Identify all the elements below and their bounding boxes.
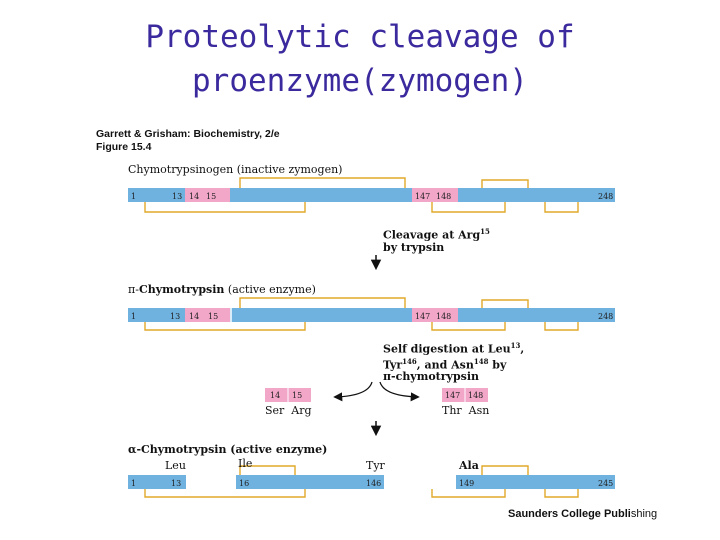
chain-segment [128,188,615,202]
note-text: , [520,342,525,356]
slide-title-line1: Proteolytic cleavage of [145,19,575,55]
note-text: Cleavage at Arg [383,228,481,242]
pi-chymotrypsin-heading: π-Chymotrypsin (active enzyme) [128,283,316,296]
residue-number: 245 [598,479,613,488]
disulfide-bridge [544,489,579,498]
cleaved-segment-14-15 [185,188,230,202]
residue-leu-label: Leu [165,459,186,472]
disulfide-bridge [481,179,529,188]
trypsin-cleavage-note: Cleavage at Arg15 by trypsin [383,226,490,254]
heading-bold: Chymotrypsin [138,283,225,296]
disulfide-bridge [239,465,296,475]
residue-number: 149 [459,479,474,488]
residue-number: 147 [445,391,460,400]
residue-number: 14 [189,192,199,201]
residue-ala-label: Ala [459,459,479,472]
note-superscript: 146 [402,356,417,366]
disulfide-bridge [144,202,306,213]
self-digestion-note: Self digestion at Leu13, Tyr146, and Asn… [383,340,524,383]
disulfide-bridge [544,202,579,213]
chymotrypsinogen-heading: Chymotrypsinogen (inactive zymogen) [128,163,343,176]
note-text: π-chymotrypsin [383,370,480,384]
disulfide-bridge [481,465,529,475]
publisher-credit: Saunders College Publishing [508,508,657,520]
residue-ile-label: Ile [238,457,253,470]
residue-number: 1 [131,479,136,488]
disulfide-bridge [431,489,506,498]
heading-rest: (active enzyme) [224,283,316,296]
note-superscript: 148 [473,356,489,366]
residue-number: 13 [170,312,180,321]
disulfide-bridge [481,299,529,308]
note-text: Self digestion at Leu [383,342,511,356]
residue-number: 13 [171,479,181,488]
residue-number: 248 [598,192,613,201]
pi-chymotrypsin-chain: 1 13 14 15 147 148 248 [128,297,615,331]
note-text: by trypsin [383,240,445,254]
note-text: by [488,358,507,372]
disulfide-bridge [239,297,406,308]
residue-number: 15 [206,192,216,201]
residue-number: 13 [172,192,182,201]
residue-number: 1 [131,192,136,201]
branch-arrow-left [333,381,373,402]
cleaved-segment-147-148 [412,188,458,202]
cleaved-segment-14-15 [185,308,230,322]
chymotrypsinogen-chain: 1 13 14 15 147 148 248 [128,177,615,213]
residue-number: 15 [292,391,302,400]
released-residues-left: Ser Arg [265,404,312,417]
residue-number: 146 [366,479,381,488]
chain-b [236,475,384,489]
heading-prefix: π- [128,283,139,296]
disulfide-bridge [144,489,306,498]
residue-number: 147 [415,192,430,201]
residue-number: 1 [131,312,136,321]
note-superscript: 13 [510,341,521,350]
residue-tyr-label: Tyr [366,459,385,472]
branch-arrow-right [379,381,420,402]
chain-a [128,475,186,489]
residue-number: 14 [270,391,280,400]
released-dipeptide-right: 147 148 [442,388,488,402]
residue-number: 147 [415,312,430,321]
slide-title-line2: proenzyme(zymogen) [192,63,528,99]
residue-number: 14 [189,312,199,321]
residue-number: 148 [436,192,451,201]
note-superscript: 15 [480,227,490,236]
alpha-chymotrypsin-heading: α-Chymotrypsin (active enzyme) [128,443,328,456]
cleaved-segment-147-148 [412,308,458,322]
disulfide-bridge [431,202,506,213]
residue-number: 15 [208,312,218,321]
chain-c [456,475,615,489]
residue-number: 248 [598,312,613,321]
released-dipeptide-left: 14 15 [265,388,311,402]
note-text: Tyr [383,358,403,372]
disulfide-bridge [239,177,406,188]
released-residues-right: Thr Asn [442,404,490,417]
residue-number: 148 [468,391,483,400]
chain-segment [128,308,615,322]
figure-number-caption: Figure 15.4 [96,141,152,153]
figure-source-caption: Garrett & Grisham: Biochemistry, 2/e [96,128,280,140]
publisher-rest: shing [630,508,658,520]
disulfide-bridge [144,322,306,331]
disulfide-bridge [431,322,506,331]
disulfide-bridge [544,322,579,331]
alpha-chymotrypsin-chain: 1 13 16 146 149 245 [128,465,615,498]
note-text: , and Asn [416,358,474,372]
residue-number: 148 [436,312,451,321]
residue-number: 16 [239,479,249,488]
publisher-bold: Saunders College Publi [508,508,631,520]
